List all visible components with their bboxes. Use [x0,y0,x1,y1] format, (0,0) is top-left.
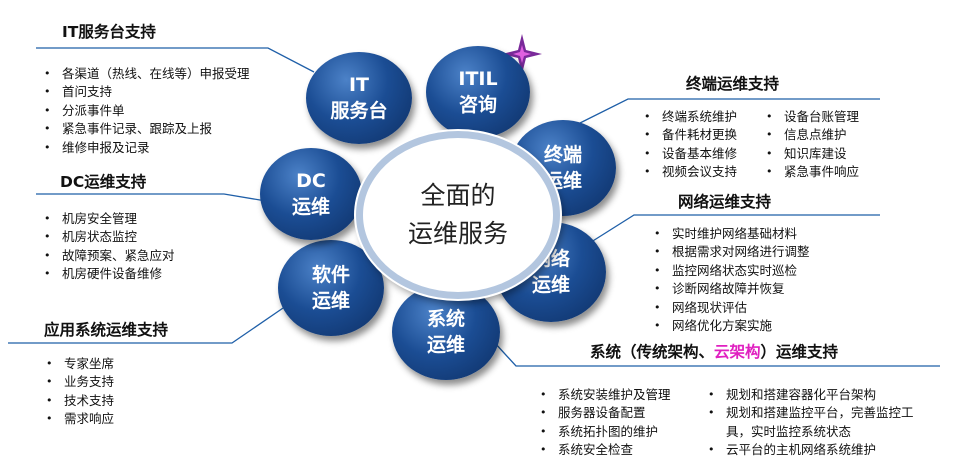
list-item: 信息点维护 [766,126,859,145]
list-item: 首问支持 [44,83,250,102]
bubble-label-line2: 咨询 [458,94,497,116]
list-item: 分派事件单 [44,102,250,121]
list-item: 监控网络状态实时巡检 [654,262,810,281]
list-item: 系统拓扑图的维护 [540,423,671,442]
center-label-line2: 运维服务 [407,219,508,248]
list-item: 技术支持 [46,392,114,411]
bubble-dc-ops: DC 运维 [260,148,362,240]
list-item: 故障预案、紧急应对 [44,247,175,266]
system-title: 系统（传统架构、云架构）运维支持 [590,340,838,362]
list-item: 机房硬件设备维修 [44,265,175,284]
bubble-itil: ITIL 咨询 [426,46,530,138]
list-item: 根据需求对网络进行调整 [654,243,810,262]
bubble-label-line1: ITIL [458,68,498,90]
list-item: 业务支持 [46,373,114,392]
list-item: 知识库建设 [766,145,859,164]
terminal-list-col1: 终端系统维护 备件耗材更换 设备基本维修 视频会议支持 [644,108,737,182]
system-title-pre: 系统（传统架构、 [590,343,715,361]
list-item: 各渠道（热线、在线等）申报受理 [44,65,250,84]
list-item: 终端系统维护 [644,108,737,127]
it-desk-title: IT服务台支持 [62,23,156,41]
line-system [493,341,940,367]
terminal-list-col2: 设备台账管理 信息点维护 知识库建设 紧急事件响应 [766,108,859,182]
list-item: 规划和搭建容器化平台架构 [708,386,928,405]
line-app [8,305,287,344]
list-item: 需求响应 [46,410,114,429]
app-list: 专家坐席 业务支持 技术支持 需求响应 [46,355,114,429]
bubble-label-line1: 终端 [543,144,582,166]
list-item: 设备台账管理 [766,108,859,127]
app-title: 应用系统运维支持 [44,321,169,339]
terminal-title: 终端运维支持 [686,75,780,93]
bubble-software-ops: 软件运维 [278,240,384,336]
list-item: 机房安全管理 [44,210,175,229]
sparkle-star-icon [502,34,542,74]
list-item: 专家坐席 [46,355,114,374]
network-title: 网络运维支持 [678,193,772,211]
list-item: 云平台的主机网络系统维护 [708,441,928,460]
bubble-label-line1: 软件 [311,264,350,286]
bubble-it-service-desk: IT 服务台 [306,52,412,144]
bubble-label-line1: 系统 [426,308,465,330]
list-item: 设备基本维修 [644,145,737,164]
list-item: 维修申报及记录 [44,139,250,158]
line-terminal [577,98,880,125]
list-item: 诊断网络故障并恢复 [654,280,810,299]
system-title-cloud: 云架构 [714,343,761,361]
list-item: 系统安全检查 [540,441,671,460]
bubble-label-line2: 运维 [291,196,330,218]
bubble-label-line1: DC [296,170,326,192]
it-desk-list: 各渠道（热线、在线等）申报受理 首问支持 分派事件单 紧急事件记录、跟踪及上报 … [44,65,250,157]
list-item: 紧急事件记录、跟踪及上报 [44,120,250,139]
list-item: 网络优化方案实施 [654,317,810,336]
dc-list: 机房安全管理 机房状态监控 故障预案、紧急应对 机房硬件设备维修 [44,210,175,284]
list-item: 机房状态监控 [44,228,175,247]
list-item: 规划和搭建监控平台，完善监控工具，实时监控系统状态 [708,404,928,441]
list-item: 服务器设备配置 [540,404,671,423]
dc-title: DC运维支持 [60,173,147,191]
bubble-label-line2: 运维 [426,334,465,356]
bubble-label-line1: IT [348,74,369,96]
line-dc [36,193,273,203]
network-list: 实时维护网络基础材料 根据需求对网络进行调整 监控网络状态实时巡检 诊断网络故障… [654,225,810,336]
system-list-col1: 系统安装维护及管理 服务器设备配置 系统拓扑图的维护 系统安全检查 [540,386,671,460]
bubble-label-line2: 服务台 [330,100,388,122]
list-item: 网络现状评估 [654,299,810,318]
line-network [587,214,880,245]
list-item: 紧急事件响应 [766,163,859,182]
list-item: 备件耗材更换 [644,126,737,145]
system-list-col2: 规划和搭建容器化平台架构 规划和搭建监控平台，完善监控工具，实时监控系统状态 云… [708,386,928,460]
system-title-post: ）运维支持 [760,343,839,361]
bubble-label-line2: 运维 [531,274,570,296]
line-it-desk [36,47,315,73]
bubble-system-ops: 系统运维 [392,284,500,380]
center-label-line1: 全面的 [420,181,496,210]
list-item: 视频会议支持 [644,163,737,182]
center-full-ops-service: 全面的运维服务 [356,131,560,299]
list-item: 系统安装维护及管理 [540,386,671,405]
list-item: 实时维护网络基础材料 [654,225,810,244]
bubble-label-line2: 运维 [311,290,350,312]
